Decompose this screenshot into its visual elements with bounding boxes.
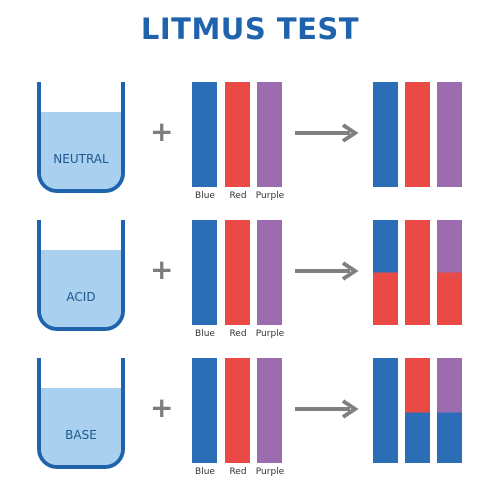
strip-label-blue: Blue [195, 191, 215, 201]
strip-red [225, 220, 250, 325]
beaker-label-neutral: NEUTRAL [53, 152, 109, 166]
beaker-label-base: BASE [65, 428, 97, 442]
result-strip-blue [373, 82, 398, 187]
strip-label-red: Red [229, 329, 247, 339]
beaker-acid: ACID [37, 220, 125, 331]
strip-label-red: Red [229, 467, 247, 477]
beaker-neutral: NEUTRAL [37, 82, 125, 193]
result-strip-purple [437, 358, 462, 463]
arrow-right-icon [295, 261, 359, 281]
result-strip-red [405, 220, 430, 325]
result-strip-red [405, 82, 430, 187]
result-strip-blue [373, 358, 398, 463]
strip-purple [257, 358, 282, 463]
result-strip-purple [437, 82, 462, 187]
plus-icon: + [150, 115, 174, 148]
strip-label-purple: Purple [255, 191, 285, 201]
strip-purple [257, 82, 282, 187]
strip-blue [192, 358, 217, 463]
strip-red [225, 358, 250, 463]
strip-label-blue: Blue [195, 467, 215, 477]
beaker-liquid [41, 112, 121, 189]
strip-label-blue: Blue [195, 329, 215, 339]
row-base: BASE + Blue Red Purple [0, 358, 500, 478]
strip-label-red: Red [229, 191, 247, 201]
arrow-right-icon [295, 123, 359, 143]
plus-icon: + [150, 391, 174, 424]
plus-icon: + [150, 253, 174, 286]
beaker-liquid [41, 388, 121, 465]
result-strip-red [405, 358, 430, 463]
row-acid: ACID + Blue Red Purple [0, 220, 500, 340]
strip-red [225, 82, 250, 187]
result-strip-purple [437, 220, 462, 325]
arrow-right-icon [295, 399, 359, 419]
row-neutral: NEUTRAL + Blue Red Purple [0, 82, 500, 202]
beaker-liquid [41, 250, 121, 327]
beaker-base: BASE [37, 358, 125, 469]
strip-label-purple: Purple [255, 467, 285, 477]
strip-blue [192, 220, 217, 325]
page-title: LITMUS TEST [140, 12, 360, 46]
beaker-label-acid: ACID [66, 290, 96, 304]
result-strip-blue [373, 220, 398, 325]
strip-purple [257, 220, 282, 325]
strip-blue [192, 82, 217, 187]
strip-label-purple: Purple [255, 329, 285, 339]
